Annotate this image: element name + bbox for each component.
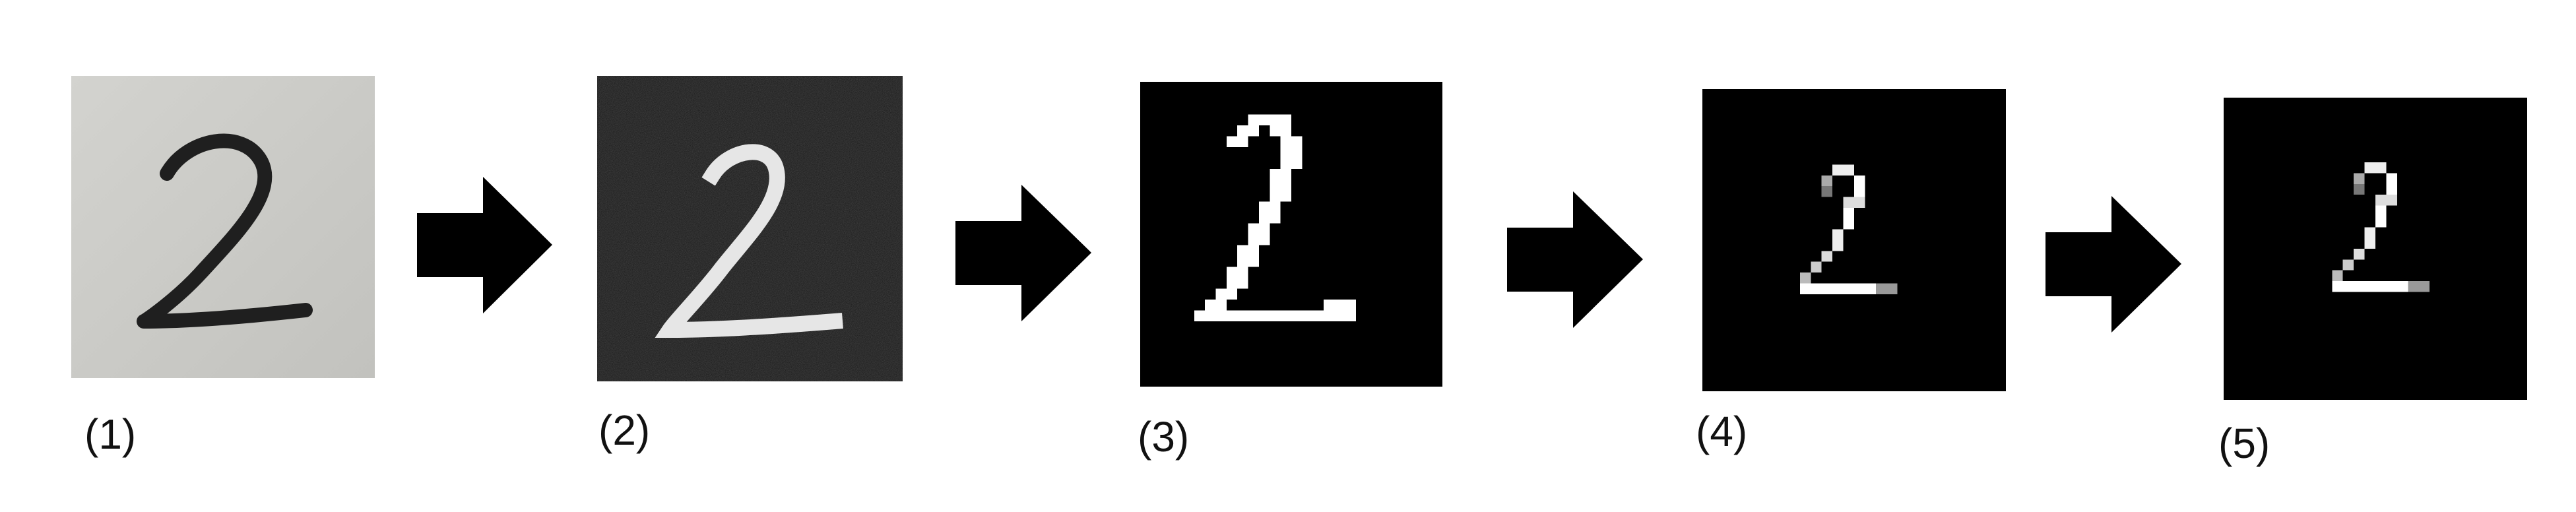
right-arrow-icon xyxy=(417,177,552,313)
step-4-label: (4) xyxy=(1696,408,1748,455)
step-5-label: (5) xyxy=(2218,420,2270,467)
step-3-binarized-image xyxy=(1140,82,1442,387)
step-1-label: (1) xyxy=(84,410,137,458)
step-1-photo-image xyxy=(71,76,375,378)
right-arrow-icon xyxy=(955,185,1091,321)
right-arrow-icon xyxy=(2045,196,2181,333)
step-3-label: (3) xyxy=(1138,413,1190,461)
step-5-centered-image xyxy=(2224,98,2527,400)
step-4-downscaled-image xyxy=(1702,89,2006,391)
step-2-inverted-image xyxy=(597,76,903,381)
right-arrow-icon xyxy=(1507,191,1643,328)
step-2-label: (2) xyxy=(598,406,651,454)
